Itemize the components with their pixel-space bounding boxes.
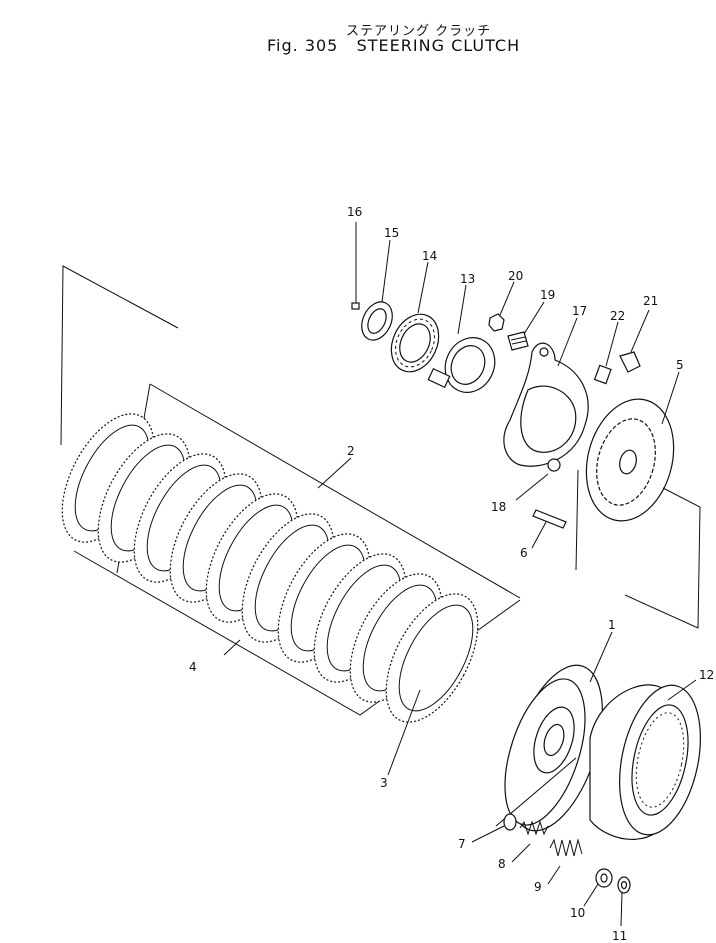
part-19-bolt	[507, 331, 529, 351]
figure-title-japanese: ステアリング クラッチ	[346, 24, 492, 39]
figure-title-english: STEERING CLUTCH	[356, 36, 521, 55]
callout-7: 7	[458, 837, 466, 851]
callout-4: 4	[189, 660, 197, 674]
part-16-screw	[351, 302, 360, 310]
figure-title: Fig. 305 STEERING CLUTCH	[267, 36, 520, 55]
leader-lines	[223, 222, 697, 927]
callout-20: 20	[508, 269, 523, 283]
part-20-nut	[488, 313, 505, 332]
callout-10: 10	[570, 906, 585, 920]
callout-5: 5	[676, 358, 684, 372]
callout-17: 17	[572, 304, 587, 318]
callout-8: 8	[498, 857, 506, 871]
part-6-pin	[532, 509, 567, 529]
part-13-sleeve	[427, 337, 496, 393]
figure-number: Fig. 305	[267, 36, 339, 55]
part-9-spring	[549, 838, 583, 857]
part-17-lever	[503, 342, 589, 472]
callout-14: 14	[422, 249, 437, 263]
part-7-washer	[503, 813, 517, 831]
part-22-clip	[593, 364, 612, 385]
part-1-hub	[504, 664, 604, 832]
callout-11: 11	[612, 929, 627, 943]
clutch-disc-stack	[61, 413, 479, 723]
callout-9: 9	[534, 880, 542, 894]
part-8-spring	[519, 820, 549, 836]
callout-18: 18	[491, 500, 506, 514]
callout-19: 19	[540, 288, 555, 302]
part-10-retainer	[595, 868, 613, 888]
part-12-drum	[589, 684, 701, 840]
part-21-fitting	[619, 351, 641, 373]
callout-22: 22	[610, 309, 625, 323]
callout-6: 6	[520, 546, 528, 560]
plate-bracket-left	[575, 469, 579, 571]
callout-12: 12	[699, 668, 714, 682]
clutch-disc	[385, 593, 479, 723]
callout-13: 13	[460, 272, 475, 286]
part-14-bearing	[390, 313, 440, 373]
callout-labels: 16 15 14 13 20 19 17 22 21 5 2 18 6 1 4 …	[189, 205, 714, 943]
callout-16: 16	[347, 205, 362, 219]
callout-21: 21	[643, 294, 658, 308]
callout-2: 2	[347, 444, 355, 458]
plate-bracket-right	[624, 487, 701, 629]
clutch-disc-inner	[398, 604, 474, 712]
callout-1: 1	[608, 618, 616, 632]
part-15-seal	[361, 301, 393, 341]
callout-15: 15	[384, 226, 399, 240]
part-5-plate	[585, 398, 675, 522]
callout-3: 3	[380, 776, 388, 790]
part-11-nut	[617, 876, 631, 894]
